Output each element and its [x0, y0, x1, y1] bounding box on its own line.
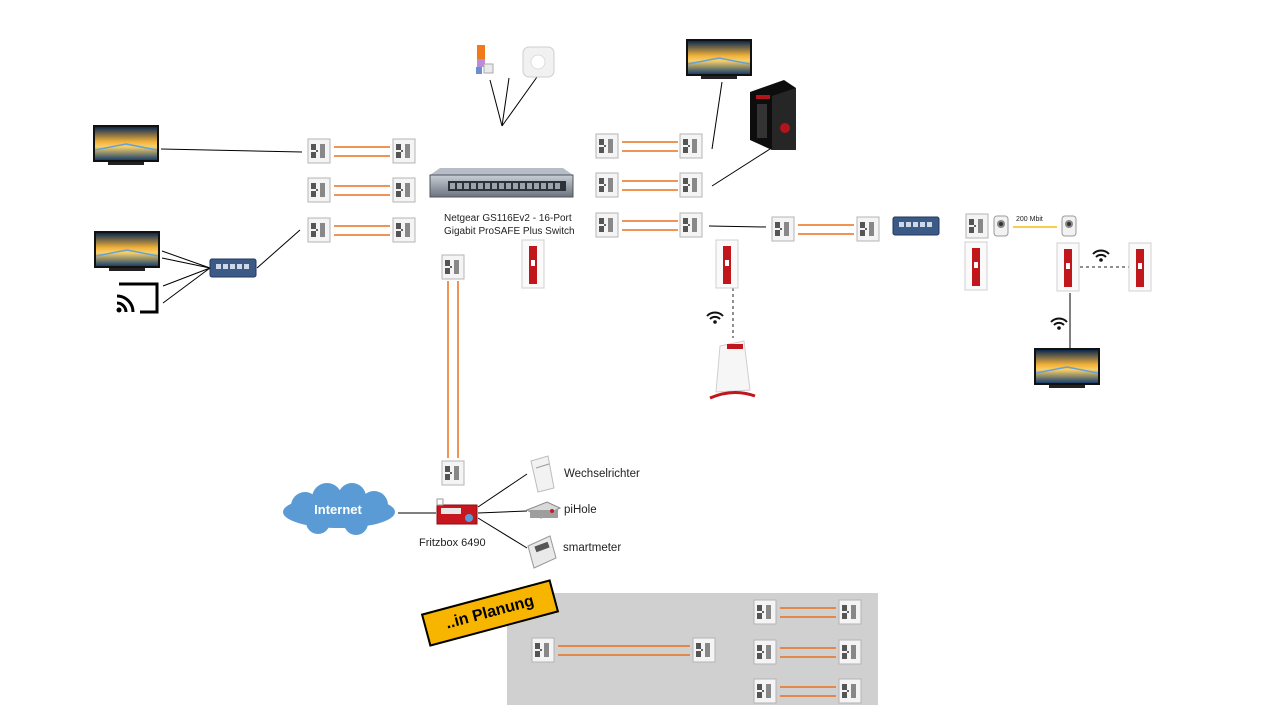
tv-icon — [93, 230, 161, 272]
wall-socket-icon — [838, 639, 862, 665]
wall-socket-icon — [679, 212, 703, 238]
inverter-icon — [530, 455, 555, 493]
wall-socket-icon — [595, 172, 619, 198]
powerline-adapter-icon — [964, 241, 988, 291]
cast-icon — [116, 282, 159, 314]
network-switch-icon — [429, 168, 574, 198]
smart-bulb-icon — [476, 45, 494, 74]
wifi-icon — [706, 311, 724, 325]
wall-socket-icon — [679, 172, 703, 198]
raspberry-pi-icon — [525, 501, 562, 519]
powerline-adapter-icon — [715, 239, 739, 289]
internet-label: Internet — [314, 502, 362, 517]
powerline-adapter-icon — [1128, 242, 1152, 292]
small-switch-icon — [892, 216, 940, 236]
powerline-adapter-icon — [521, 239, 545, 289]
wall-socket-icon — [838, 599, 862, 625]
ethernet-wires — [160, 76, 1071, 549]
wireless-links — [732, 266, 1130, 338]
wall-socket-icon — [441, 254, 465, 280]
hub-icon — [522, 46, 555, 78]
wall-socket-icon — [856, 216, 880, 242]
smartmeter-label: smartmeter — [563, 542, 622, 554]
switch-label-line1: Netgear GS116Ev2 - 16-Port — [444, 213, 572, 224]
switch-label: Netgear GS116Ev2 - 16-Port Gigabit ProSA… — [444, 212, 584, 238]
wall-socket-icon — [692, 637, 716, 663]
wall-socket-icon — [753, 599, 777, 625]
wall-socket-icon — [679, 133, 703, 159]
wall-socket-icon — [771, 216, 795, 242]
repeater-icon — [709, 340, 756, 400]
wall-socket-icon — [595, 133, 619, 159]
cable-runs — [334, 141, 854, 697]
wall-socket-icon — [441, 460, 465, 486]
cloud-icon — [283, 483, 395, 535]
wall-socket-icon — [392, 217, 416, 243]
wall-socket-icon — [838, 678, 862, 704]
wall-socket-icon — [595, 212, 619, 238]
inverter-label: Wechselrichter — [564, 468, 640, 480]
tv-icon — [1033, 347, 1101, 389]
router-icon — [436, 498, 478, 525]
link-speed-label: 200 Mbit — [1016, 216, 1043, 223]
pihole-label: piHole — [564, 504, 597, 516]
wall-socket-icon — [965, 213, 989, 239]
small-switch-icon — [209, 258, 257, 278]
router-label: Fritzbox 6490 — [419, 537, 486, 549]
tv-icon — [685, 38, 753, 80]
wall-socket-icon — [753, 639, 777, 665]
camera-icon — [1061, 215, 1077, 237]
wall-socket-icon — [531, 637, 555, 663]
wall-socket-icon — [307, 217, 331, 243]
wall-socket-icon — [753, 678, 777, 704]
powerline-adapter-icon — [1056, 242, 1080, 292]
wall-socket-icon — [307, 138, 331, 164]
tv-icon — [92, 124, 160, 166]
wall-socket-icon — [392, 138, 416, 164]
wifi-icon — [1050, 317, 1068, 331]
wall-socket-icon — [307, 177, 331, 203]
switch-label-line2: Gigabit ProSAFE Plus Switch — [444, 226, 575, 237]
smartmeter-icon — [527, 535, 557, 569]
gaming-pc-icon — [750, 80, 796, 150]
camera-icon — [993, 215, 1009, 237]
wall-socket-icon — [392, 177, 416, 203]
wifi-icon — [1092, 249, 1110, 263]
